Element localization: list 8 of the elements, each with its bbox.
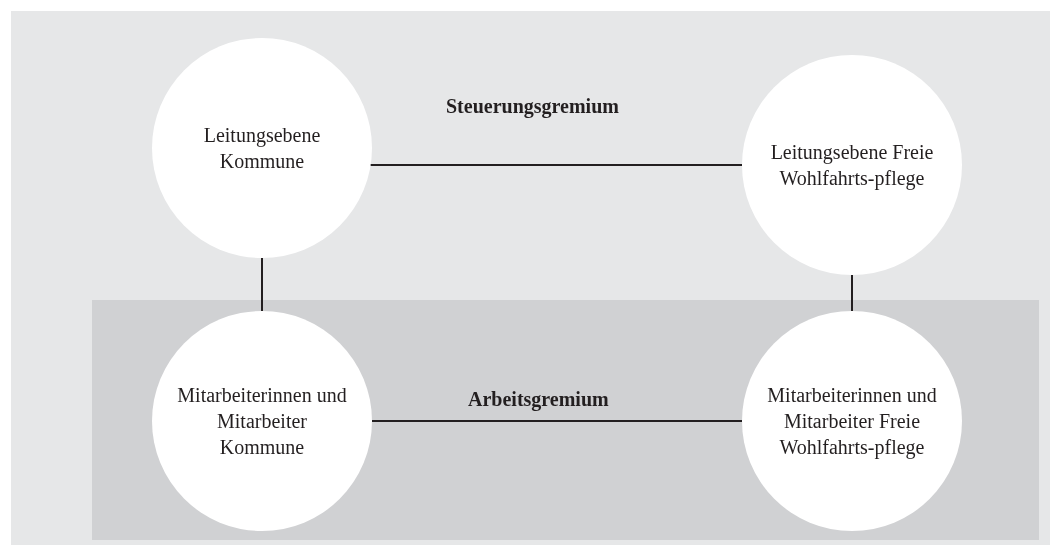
band-heading: Arbeitsgremium [468,387,609,412]
connector-line [371,420,743,422]
connector-line [851,274,853,312]
connector-line [261,257,263,312]
panel-heading: Steuerungsgremium [446,94,619,119]
panel-background [11,11,1050,545]
connector-line [369,164,743,166]
band-background [92,300,1039,540]
